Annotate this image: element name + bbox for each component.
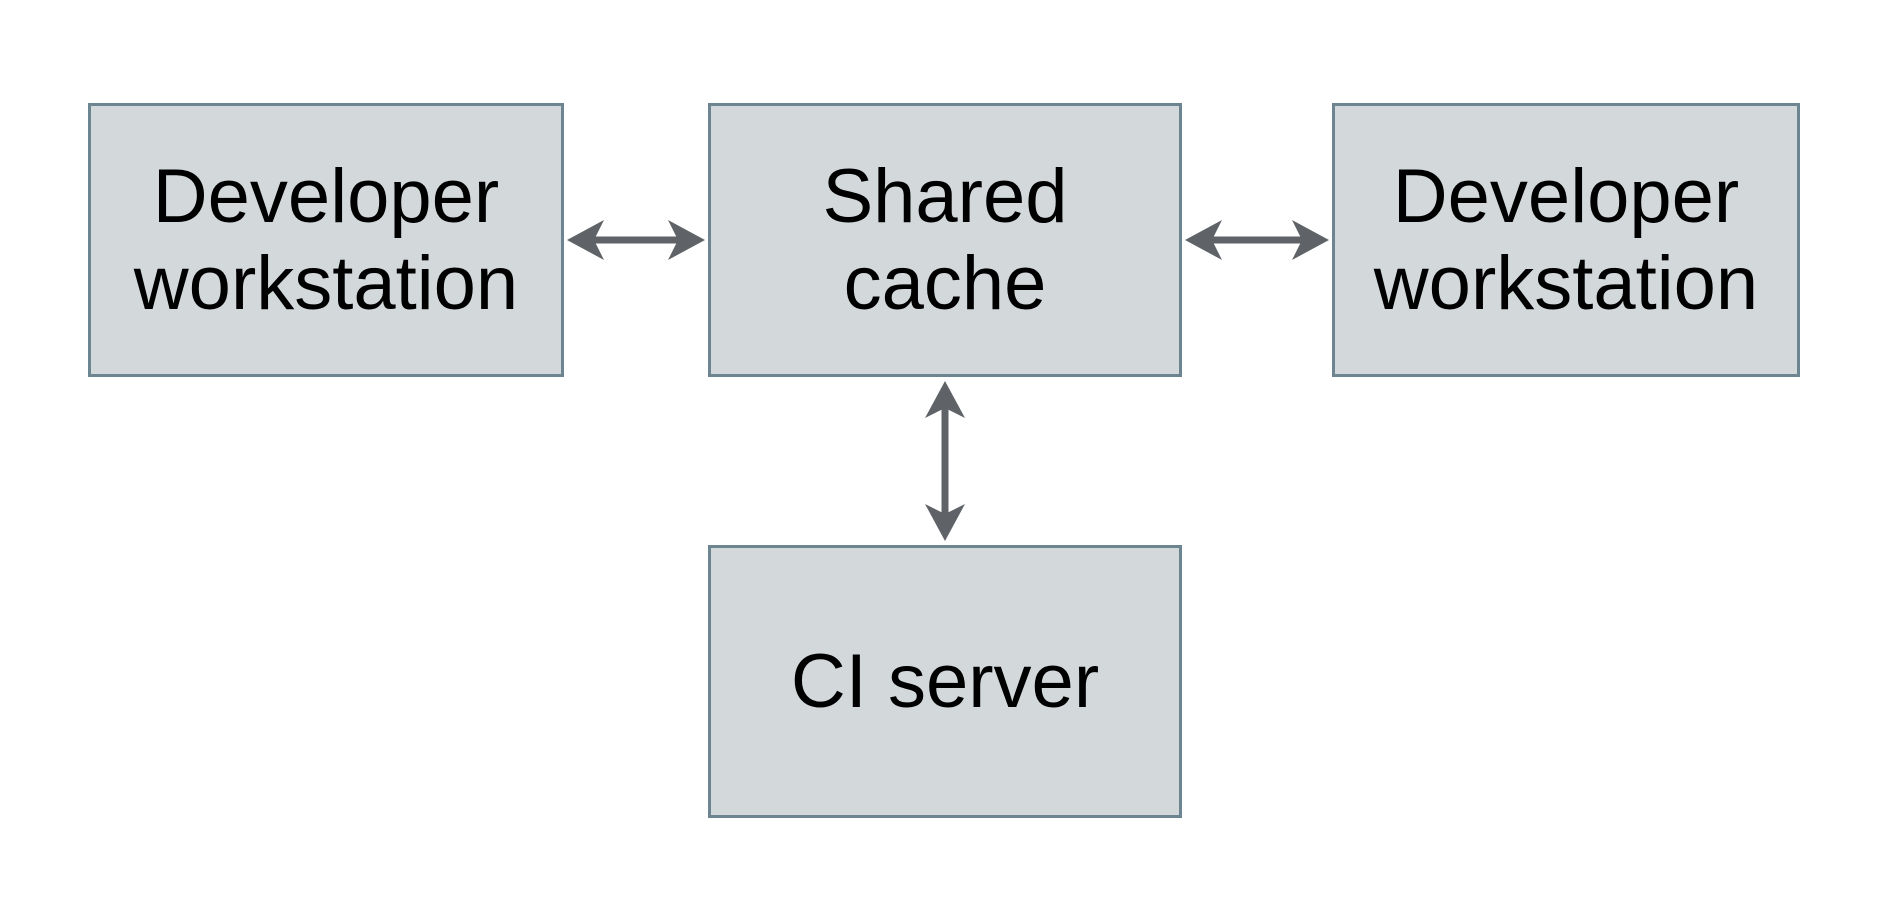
arrowhead-left-icon (567, 220, 604, 260)
node-developer-workstation-right: Developer workstation (1332, 103, 1800, 377)
arrow-cache-ciserver (925, 381, 965, 541)
node-label: Developer workstation (1373, 153, 1759, 326)
node-shared-cache: Shared cache (708, 103, 1182, 377)
arrowhead-right-icon (1292, 220, 1329, 260)
arrowhead-up-icon (925, 381, 965, 418)
node-ci-server: CI server (708, 545, 1182, 818)
node-label: CI server (790, 638, 1100, 724)
node-label: Developer workstation (133, 153, 519, 326)
arrowhead-left-icon (1185, 220, 1222, 260)
node-developer-workstation-left: Developer workstation (88, 103, 564, 377)
arrow-devleft-cache (567, 220, 705, 260)
node-label: Shared cache (822, 153, 1068, 326)
arrow-cache-devright (1185, 220, 1329, 260)
arrowhead-down-icon (925, 504, 965, 541)
arrowhead-right-icon (668, 220, 705, 260)
